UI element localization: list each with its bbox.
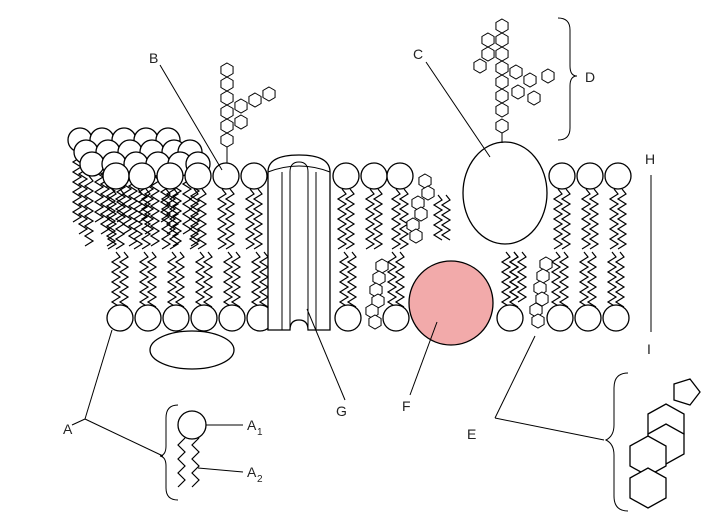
phospholipid-detail [177,410,207,488]
label-e: E [467,426,476,442]
leader-lines [71,61,605,473]
inner-peripheral-protein [149,330,235,370]
label-d: D [585,69,595,85]
label-g: G [336,403,347,419]
phospholipid-heads [102,162,632,332]
label-f: F [402,398,411,414]
bracket-e [604,372,629,512]
label-a1-sub: 1 [257,427,263,438]
fatty-acid-tails [106,188,628,308]
carbohydrate-chains [220,18,555,163]
label-c: C [413,46,423,62]
label-a2-sub: 2 [257,474,263,485]
cholesterol-upper [406,173,435,244]
bracket-d [557,17,578,141]
label-h: H [645,151,655,167]
label-a1: A [247,417,257,433]
label-i: I [647,341,651,357]
label-b: B [149,50,158,66]
bracket-a [159,404,179,501]
label-a2: A [247,464,257,480]
peripheral-protein-f [408,260,494,346]
label-a: A [63,421,73,437]
transmembrane-protein-g [267,154,331,331]
membrane-perspective-heads [67,127,211,247]
steroid-structure-detail [629,378,701,509]
glycoprotein-c [462,141,548,245]
